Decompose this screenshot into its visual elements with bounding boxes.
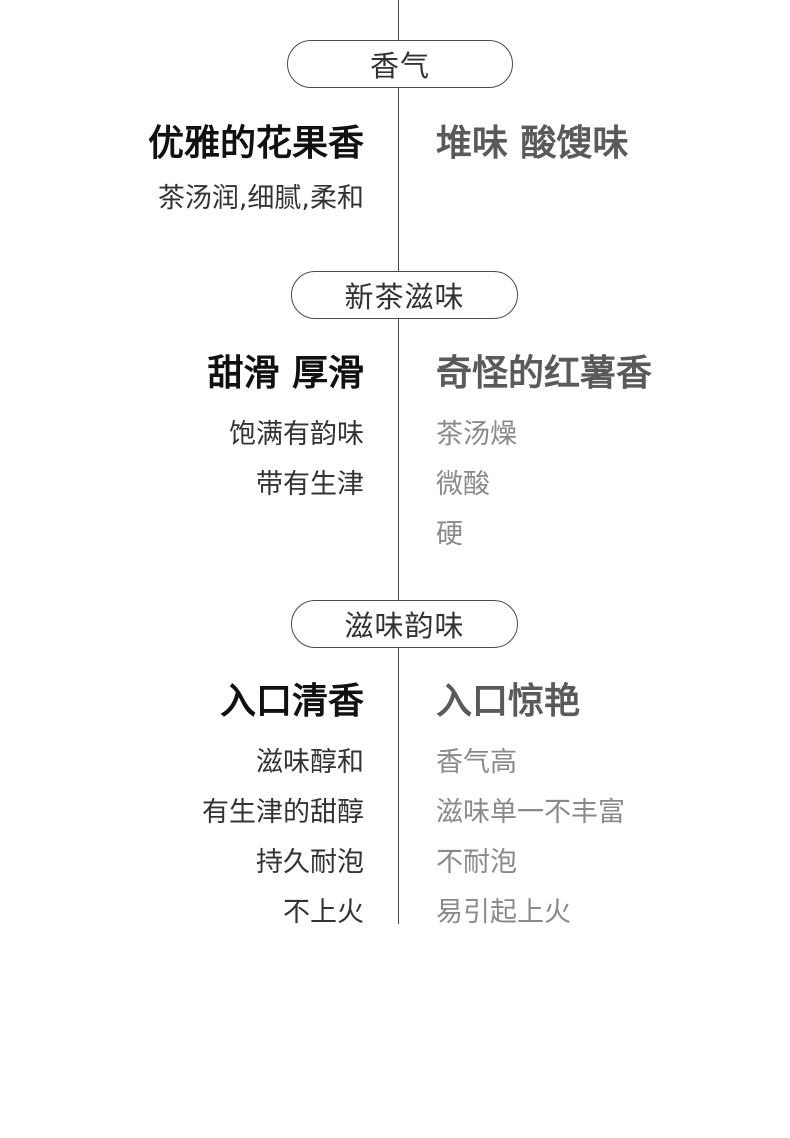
section-taste-good-column: 入口清香 滋味醇和 有生津的甜醇 持久耐泡 不上火	[202, 680, 364, 938]
good-item: 不上火	[283, 897, 364, 928]
bad-item: 茶汤燥	[436, 419, 517, 450]
center-divider-line	[398, 0, 399, 924]
section-taste-bad-column: 入口惊艳 香气高 滋味单一不丰富 不耐泡 易引起上火	[436, 680, 625, 938]
good-item: 带有生津	[256, 469, 364, 500]
bad-item: 不耐泡	[436, 847, 517, 878]
section-label-taste-aftertaste: 滋味韵味	[291, 600, 518, 648]
good-heading: 优雅的花果香	[147, 123, 364, 164]
good-item: 持久耐泡	[256, 847, 364, 878]
good-item: 有生津的甜醇	[202, 797, 364, 828]
good-item: 饱满有韵味	[229, 419, 364, 450]
section-label-aroma: 香气	[287, 40, 513, 88]
section-aroma-good-column: 优雅的花果香 茶汤润,细腻,柔和	[148, 122, 364, 224]
bad-item: 香气高	[436, 747, 517, 778]
section-label-new-tea-taste: 新茶滋味	[291, 271, 518, 319]
good-item: 茶汤润,细腻,柔和	[157, 183, 364, 214]
bad-item: 滋味单一不丰富	[436, 797, 625, 828]
good-heading: 甜滑 厚滑	[207, 353, 364, 394]
bad-heading: 入口惊艳	[436, 681, 581, 722]
section-new-tea-good-column: 甜滑 厚滑 饱满有韵味 带有生津	[207, 352, 364, 510]
good-item: 滋味醇和	[256, 747, 364, 778]
bad-item: 易引起上火	[436, 897, 571, 928]
section-aroma-bad-column: 堆味 酸馊味	[436, 122, 629, 166]
bad-item: 微酸	[436, 469, 490, 500]
bad-heading: 奇怪的红薯香	[436, 353, 653, 394]
section-new-tea-bad-column: 奇怪的红薯香 茶汤燥 微酸 硬	[436, 352, 652, 560]
bad-heading: 堆味 酸馊味	[436, 123, 629, 164]
bad-item: 硬	[436, 519, 463, 550]
good-heading: 入口清香	[219, 681, 364, 722]
